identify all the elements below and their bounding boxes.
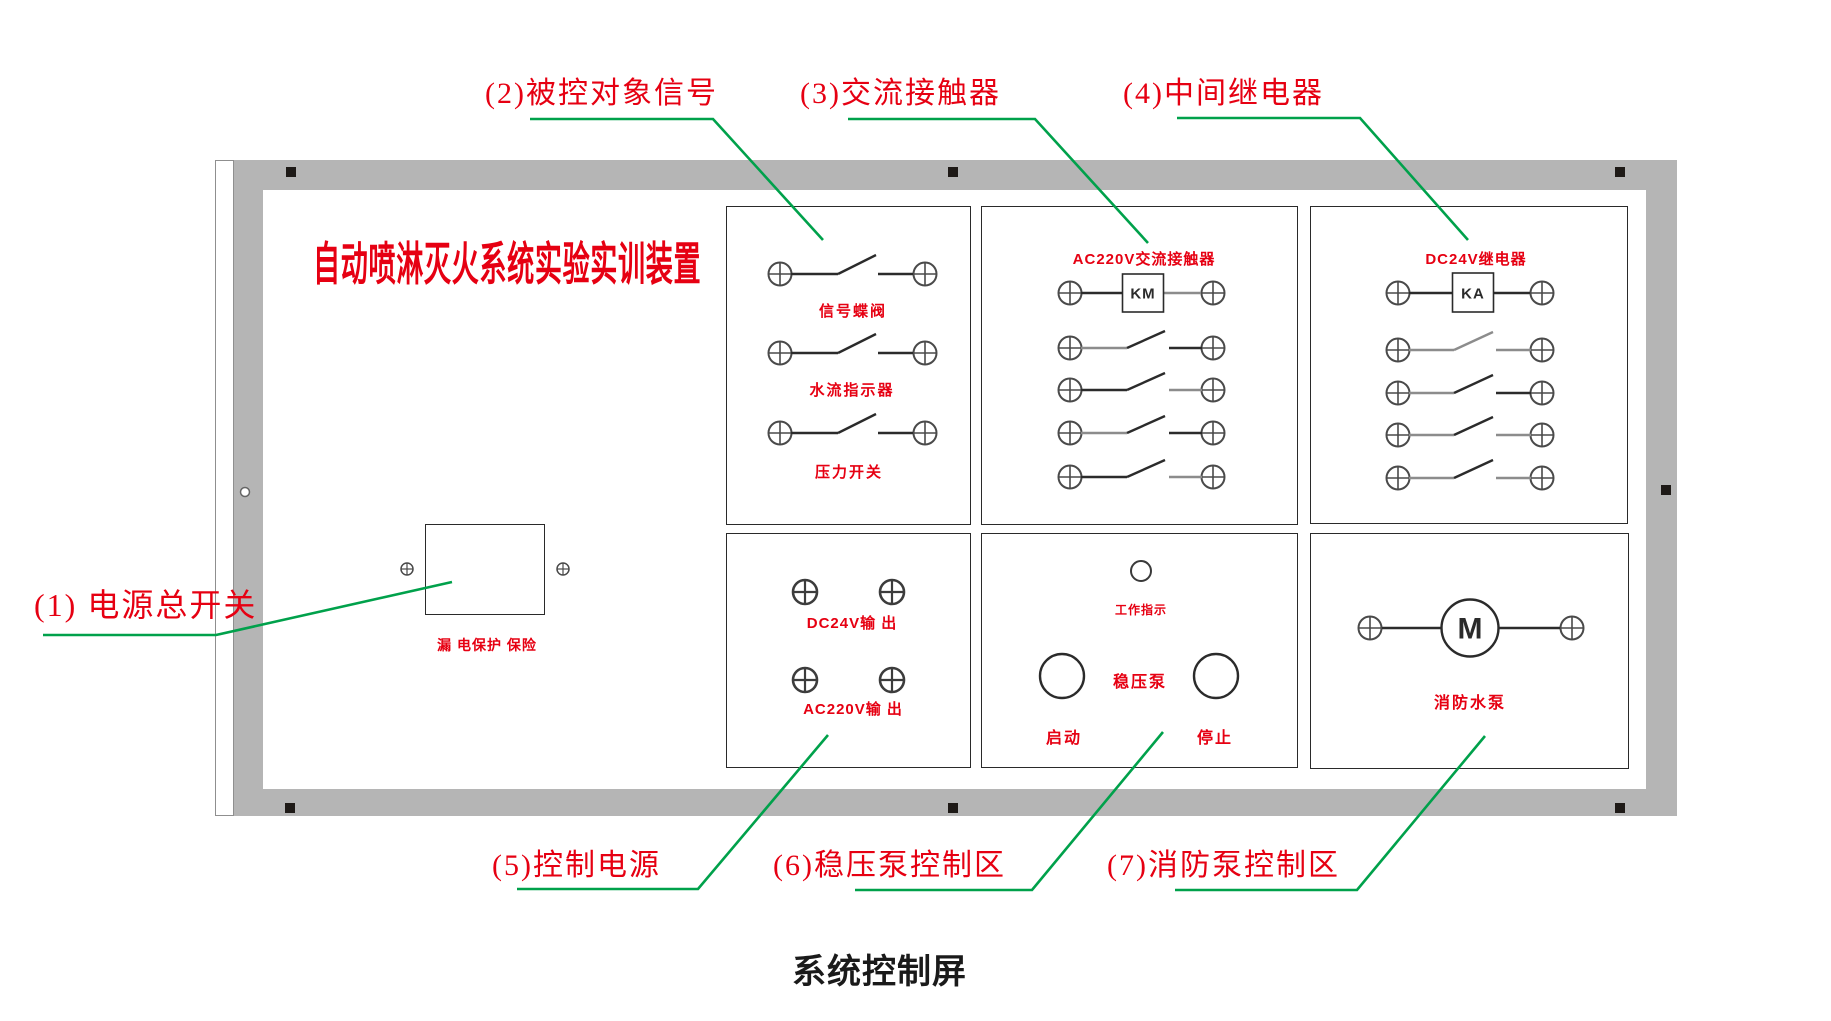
start-button[interactable]	[1038, 652, 1086, 700]
ac-contactor-title: AC220V交流接触器	[1072, 251, 1216, 268]
diagram-caption: 系统控制屏	[792, 953, 967, 991]
fire-pump-control-panel	[1310, 533, 1629, 769]
screw-icon	[948, 167, 958, 177]
callout-controlled-object-signal: (2)被控对象信号	[485, 77, 718, 110]
callout-ac-contactor: (3)交流接触器	[800, 77, 1001, 110]
callout-jockey-pump-zone: (6)稳压泵控制区	[773, 849, 1006, 882]
screw-icon	[285, 803, 295, 813]
start-button-label: 启动	[1045, 730, 1083, 747]
cabinet-hinge-strip	[215, 160, 234, 816]
fire-pump-label: 消防水泵	[1433, 695, 1507, 712]
breaker-label: 漏 电保护 保险	[437, 637, 537, 653]
callout-fire-pump-zone: (7)消防泵控制区	[1107, 849, 1340, 882]
control-power-panel	[726, 533, 971, 768]
jockey-pump-label: 稳压泵	[1112, 674, 1168, 691]
screw-icon	[1615, 167, 1625, 177]
signal-butterfly-valve-label: 信号蝶阀	[818, 303, 888, 320]
screw-icon	[286, 167, 296, 177]
screw-icon	[1661, 485, 1671, 495]
work-indicator-label: 工作指示	[1114, 603, 1168, 617]
main-power-breaker-box[interactable]	[425, 524, 545, 615]
callout-control-power: (5)控制电源	[492, 849, 661, 882]
pressure-switch-label: 压力开关	[814, 464, 884, 481]
stop-button-label: 停止	[1196, 730, 1234, 747]
relay-title: DC24V继电器	[1425, 251, 1527, 268]
screw-icon	[1615, 803, 1625, 813]
jockey-pump-controls	[1038, 560, 1240, 700]
water-flow-indicator-label: 水流指示器	[809, 382, 895, 399]
screw-icon	[948, 803, 958, 813]
jockey-pump-control-panel	[981, 533, 1298, 768]
device-title: 自动喷淋灭火系统实验实训装置	[313, 238, 702, 290]
callout-main-power-switch: (1) 电源总开关	[34, 587, 258, 623]
stop-button[interactable]	[1192, 652, 1240, 700]
ac220v-output-label: AC220V输 出	[803, 701, 903, 718]
dc24v-output-label: DC24V输 出	[806, 615, 898, 632]
callout-intermediate-relay: (4)中间继电器	[1123, 77, 1324, 110]
